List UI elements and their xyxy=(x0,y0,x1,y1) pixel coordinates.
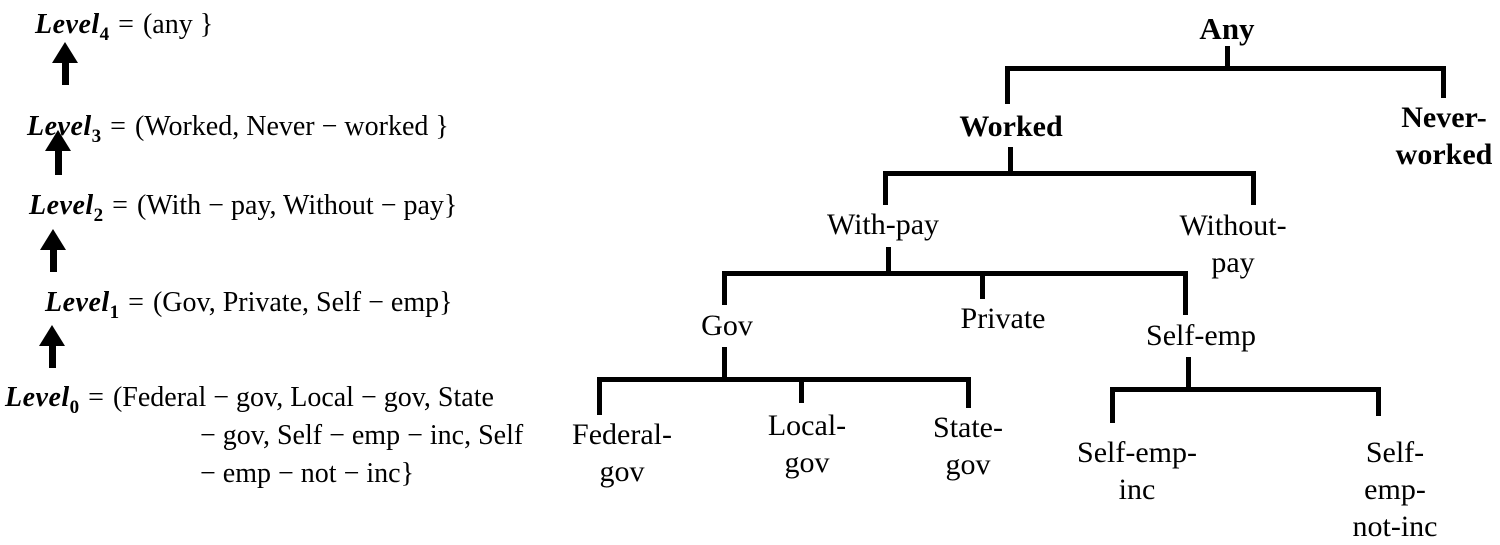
edge-self-emp-stem xyxy=(1186,357,1191,391)
level-3-set: (Worked, Never − worked } xyxy=(134,111,449,142)
level-4-subscript: 4 xyxy=(99,24,110,45)
level-3-formula: Level3=(Worked, Never − worked } xyxy=(27,110,449,147)
tree-node-worked: Worked xyxy=(959,110,1063,143)
edge-drop-self-emp-not-inc xyxy=(1376,387,1381,416)
level-0-subscript: 0 xyxy=(69,397,80,418)
employment-taxonomy-figure: Level4=(any } Level3=(Worked, Never − wo… xyxy=(5,8,1493,543)
tree-node-with-pay: With-pay xyxy=(826,208,940,241)
edge-drop-local-gov xyxy=(799,377,804,403)
level-0-set-line-2: − gov, Self − emp − inc, Self xyxy=(200,420,524,451)
tree-node-gov: Gov xyxy=(701,309,753,342)
level-3-subscript: 3 xyxy=(91,126,102,147)
level-2-formula: Level2 = (With − pay, Without − pay} xyxy=(29,189,458,226)
edge-drop-gov xyxy=(722,271,727,305)
level-2-subscript: 2 xyxy=(93,205,104,226)
edge-worked-stem xyxy=(1008,147,1013,175)
edge-drop-without-pay xyxy=(1251,171,1256,205)
level-1-subscript: 1 xyxy=(109,302,120,323)
level-2-set: (With − pay, Without − pay} xyxy=(136,190,458,221)
level-2-name: Level xyxy=(29,190,94,221)
up-arrow-icon xyxy=(52,42,78,85)
edge-drop-state-gov xyxy=(966,377,971,408)
tree-node-local-gov: Local- gov xyxy=(767,409,847,479)
level-1-set: (Gov, Private, Self − emp} xyxy=(152,287,453,318)
level-4-name: Level xyxy=(35,9,100,40)
edge-drop-private xyxy=(980,271,985,299)
equals-sign: = xyxy=(112,190,128,221)
equals-sign: = xyxy=(128,287,144,318)
tree-node-self-emp-inc: Self-emp- inc xyxy=(1077,436,1197,506)
tree-node-never-worked: Never- worked xyxy=(1395,101,1493,171)
edge-drop-federal-gov xyxy=(597,377,602,415)
tree-node-self-emp-not-inc: Self-emp- not-inc xyxy=(1352,436,1438,543)
arrow-shaft xyxy=(49,250,57,272)
arrow-shaft xyxy=(54,151,62,175)
edge-any-bar xyxy=(1005,66,1446,71)
level-1-name: Level xyxy=(45,287,110,318)
tree-node-federal-gov: Federal- gov xyxy=(572,418,672,488)
equals-sign: = xyxy=(118,9,134,40)
arrow-head xyxy=(45,130,71,151)
equals-sign: = xyxy=(88,382,104,413)
tree-node-private: Private xyxy=(960,302,1046,335)
edge-gov-bar xyxy=(597,377,971,382)
edge-with-pay-bar xyxy=(722,271,1188,276)
edge-any-stem xyxy=(1225,46,1230,70)
tree-node-without-pay: Without- pay xyxy=(1179,209,1287,279)
edge-drop-never-worked xyxy=(1441,66,1446,98)
edge-drop-worked xyxy=(1005,66,1010,104)
level-0-set-line-3: − emp − not − inc} xyxy=(200,458,415,489)
arrow-head xyxy=(52,42,78,63)
arrow-head xyxy=(40,229,66,250)
tree-node-any: Any xyxy=(1199,11,1255,46)
edge-drop-with-pay xyxy=(883,171,888,205)
level-0-set-line-1: (Federal − gov, Local − gov, State xyxy=(112,382,494,413)
edge-drop-self-emp-inc xyxy=(1110,387,1115,423)
up-arrow-icon xyxy=(45,130,71,175)
equals-sign: = xyxy=(110,111,126,142)
level-1-formula: Level1 = (Gov, Private, Self − emp} xyxy=(45,286,453,323)
level-4-set: (any } xyxy=(142,9,214,40)
up-arrow-icon xyxy=(40,229,66,272)
up-arrow-icon xyxy=(39,325,65,368)
tree-node-self-emp: Self-emp xyxy=(1146,319,1256,352)
tree-node-state-gov: State- gov xyxy=(933,411,1003,481)
arrow-shaft xyxy=(48,346,56,368)
level-0-formula: Level0 = (Federal − gov, Local − gov, Stat… xyxy=(5,381,494,418)
edge-drop-self-emp xyxy=(1183,271,1188,315)
level-0-name: Level xyxy=(5,382,70,413)
edge-gov-stem xyxy=(722,347,727,381)
edge-self-emp-bar xyxy=(1110,387,1381,392)
level-4-formula: Level4 = (any } xyxy=(35,8,214,45)
arrow-shaft xyxy=(61,63,69,85)
edge-worked-bar xyxy=(883,171,1256,176)
edge-with-pay-stem xyxy=(886,247,891,275)
arrow-head xyxy=(39,325,65,346)
